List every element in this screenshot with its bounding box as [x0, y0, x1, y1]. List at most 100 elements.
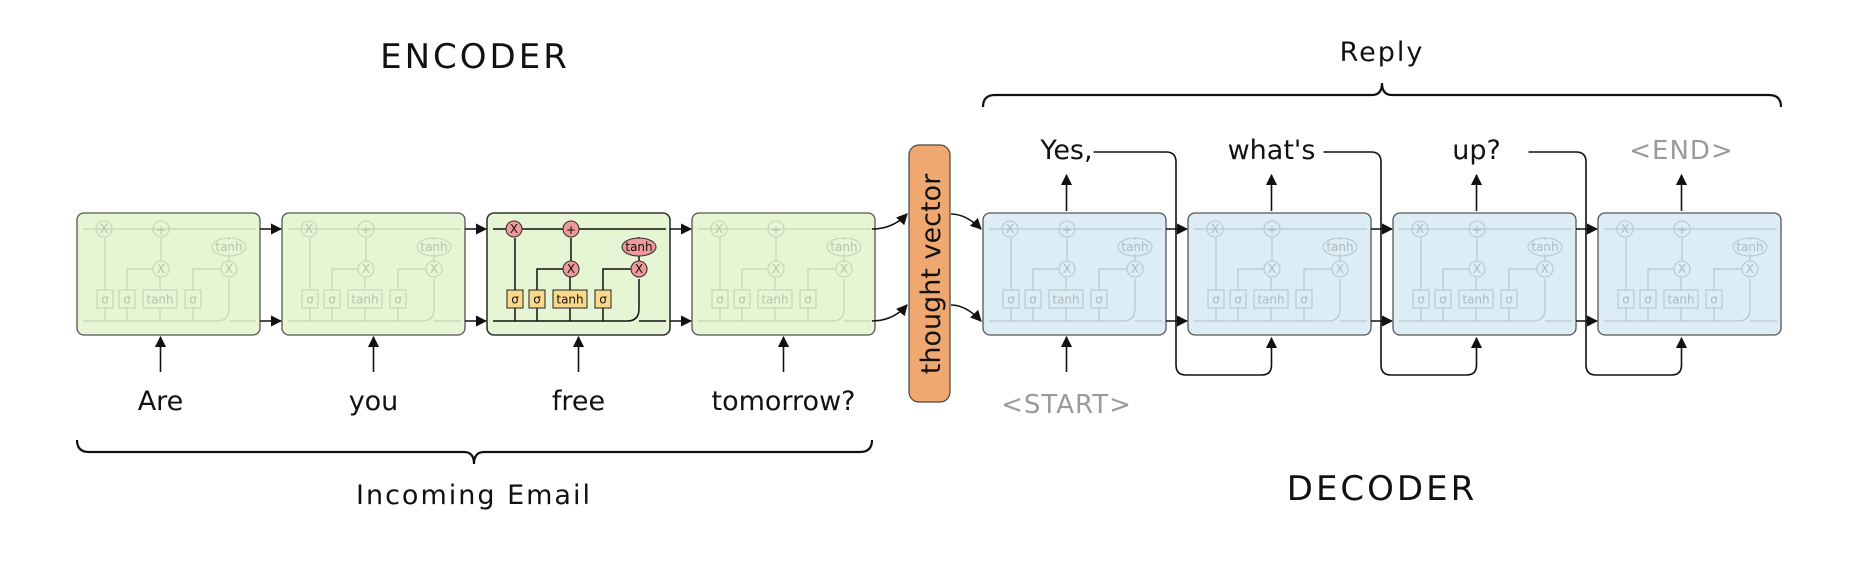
encoder-cell-3-tanh	[826, 237, 862, 257]
encoder-cell-1-multiply-1	[357, 260, 375, 278]
decoder-cell-3-gate-2-label: tanh	[1667, 293, 1694, 307]
encoder-cell-0-multiply-1	[152, 260, 170, 278]
thought-to-decoder-top-arrow	[950, 213, 982, 230]
decoder-cell-0-multiply-2	[1126, 260, 1144, 278]
svg-text:X: X	[305, 222, 313, 236]
decoder-cell-1-tanh	[1322, 237, 1358, 257]
encoder-cell-3-gate-1-label: σ	[738, 293, 746, 307]
decoder-cell-1-multiply-2	[1331, 260, 1349, 278]
svg-text:X: X	[635, 262, 643, 276]
encoder-word-3: tomorrow?	[712, 386, 856, 417]
decoder-cell-3-multiply-0	[1616, 220, 1634, 238]
svg-text:X: X	[1131, 262, 1139, 276]
svg-text:+: +	[361, 223, 371, 237]
encoder-cell-0-gate-2-label: tanh	[146, 293, 173, 307]
svg-text:X: X	[1541, 262, 1549, 276]
svg-text:tanh: tanh	[1531, 240, 1558, 254]
encoder-cell-3-gate-3-label: σ	[804, 293, 812, 307]
thought-vector-label: thought vector	[916, 173, 947, 374]
encoder-cell-1-gate-1-label: σ	[328, 293, 336, 307]
decoder-cell-3-tanh	[1732, 237, 1768, 257]
encoder-cell-3-multiply-0	[710, 220, 728, 238]
svg-text:X: X	[1746, 262, 1754, 276]
encoder-cell-2-multiply-0	[505, 220, 523, 238]
decoder-cell-1-box	[1187, 212, 1372, 336]
decoder-feedback-loop-1	[1323, 151, 1483, 376]
decoder-output-word-2: up?	[1452, 135, 1501, 166]
encoder-cell-3-gate-0-label: σ	[716, 293, 724, 307]
svg-text:tanh: tanh	[625, 240, 652, 254]
decoder-cell-3-gate-0-label: σ	[1622, 293, 1630, 307]
decoder-cell-1-gate-1-label: σ	[1234, 293, 1242, 307]
svg-text:tanh: tanh	[1326, 240, 1353, 254]
decoder-cell-0-gate-3-label: σ	[1095, 293, 1103, 307]
decoder-output-word-1: what's	[1228, 135, 1316, 166]
decoder-cell-3-multiply-2	[1741, 260, 1759, 278]
decoder-cell-0-gate-0-label: σ	[1007, 293, 1015, 307]
decoder-cell-2-tanh	[1527, 237, 1563, 257]
thought-to-decoder-bottom-arrow	[950, 304, 982, 322]
svg-text:tanh: tanh	[1121, 240, 1148, 254]
decoder-cell-1-gate-2-label: tanh	[1257, 293, 1284, 307]
encoder-cell-1-multiply-2	[425, 260, 443, 278]
svg-text:X: X	[772, 262, 780, 276]
svg-text:X: X	[157, 262, 165, 276]
encoder-cell-2-multiply-1	[562, 260, 580, 278]
encoder-cell-2-tanh	[621, 237, 657, 257]
encoder-cell-1-box	[281, 212, 466, 336]
svg-text:+: +	[156, 223, 166, 237]
encoder-cell-3-box	[691, 212, 876, 336]
encoder-cell-0-box	[76, 212, 261, 336]
svg-text:+: +	[566, 223, 576, 237]
decoder-cell-1-gate-0-label: σ	[1212, 293, 1220, 307]
svg-text:+: +	[1267, 223, 1277, 237]
encoder-cell-2-gate-2-label: tanh	[556, 293, 583, 307]
decoder-cell-1-gate-3-label: σ	[1300, 293, 1308, 307]
decoder-cell-0-multiply-1	[1058, 260, 1076, 278]
svg-text:X: X	[1063, 262, 1071, 276]
svg-text:+: +	[1062, 223, 1072, 237]
encoder-cell-1-multiply-0	[300, 220, 318, 238]
svg-text:tanh: tanh	[420, 240, 447, 254]
incoming-email-caption: Incoming Email	[356, 480, 592, 511]
svg-text:X: X	[1473, 262, 1481, 276]
svg-text:tanh: tanh	[1736, 240, 1763, 254]
decoder-cell-0-add	[1058, 220, 1076, 238]
decoder-feedback-loop-2	[1528, 151, 1688, 376]
decoder-cell-2-gate-2-label: tanh	[1462, 293, 1489, 307]
decoder-cell-2-box	[1392, 212, 1577, 336]
svg-text:X: X	[567, 262, 575, 276]
encoder-cell-1-add	[357, 220, 375, 238]
svg-text:tanh: tanh	[215, 240, 242, 254]
svg-text:X: X	[1211, 222, 1219, 236]
encoder-cell-3-multiply-2	[835, 260, 853, 278]
encoder-cell-3-gate-2-label: tanh	[761, 293, 788, 307]
svg-text:X: X	[100, 222, 108, 236]
decoder-cell-0-tanh	[1117, 237, 1153, 257]
encoder-cell-0-gate-1-label: σ	[123, 293, 131, 307]
svg-text:tanh: tanh	[830, 240, 857, 254]
svg-text:X: X	[1006, 222, 1014, 236]
encoder-word-0: Are	[138, 386, 184, 417]
svg-text:X: X	[1621, 222, 1629, 236]
decoder-end-token: <END>	[1629, 136, 1733, 166]
decoder-cell-2-multiply-1	[1468, 260, 1486, 278]
svg-text:X: X	[1336, 262, 1344, 276]
decoder-cell-1-multiply-1	[1263, 260, 1281, 278]
encoder-cell-3-add	[767, 220, 785, 238]
reply-brace	[981, 82, 1783, 108]
encoder-cell-1-gate-3-label: σ	[394, 293, 402, 307]
decoder-cell-3-multiply-1	[1673, 260, 1691, 278]
encoder-cell-0-multiply-2	[220, 260, 238, 278]
encoder-cell-2-multiply-2	[630, 260, 648, 278]
encoder-cell-1-tanh	[416, 237, 452, 257]
encoder-cell-3-multiply-1	[767, 260, 785, 278]
